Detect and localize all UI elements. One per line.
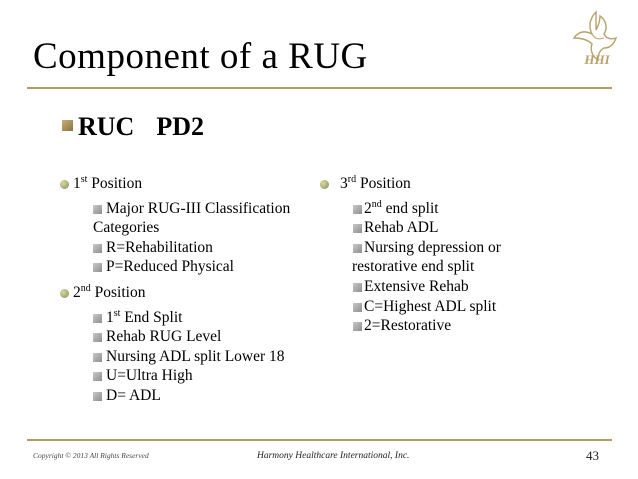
ruc-heading: RUC PD2 bbox=[62, 112, 204, 142]
position-3-heading: 3rd Position bbox=[318, 174, 558, 194]
left-column: 1st Position Major RUG-III Classificatio… bbox=[60, 174, 320, 406]
round-bullet-icon bbox=[60, 288, 69, 298]
list-item-wrap: Categories bbox=[93, 219, 160, 237]
list-item: 2nd end split bbox=[318, 199, 558, 219]
footer-divider bbox=[27, 439, 612, 441]
list-item: Nursing depression or bbox=[318, 238, 558, 258]
footer-company: Harmony Healthcare International, Inc. bbox=[257, 451, 410, 461]
page-number: 43 bbox=[586, 448, 599, 463]
round-bullet-icon bbox=[60, 180, 69, 189]
ruc-label: RUC bbox=[78, 112, 135, 141]
list-item: R=Rehabilitation bbox=[60, 238, 320, 258]
position-1-heading: 1st Position bbox=[60, 174, 320, 194]
list-item: 1st End Split bbox=[60, 308, 320, 328]
position-2-heading: 2nd Position bbox=[60, 283, 320, 303]
logo-text: HHI bbox=[583, 52, 610, 66]
list-item: Rehab RUG Level bbox=[60, 327, 320, 347]
square-bullet-icon bbox=[62, 120, 73, 131]
list-item: Nursing ADL split Lower 18 bbox=[60, 347, 320, 367]
list-item: P=Reduced Physical bbox=[60, 257, 320, 277]
dove-icon: HHI bbox=[572, 10, 618, 66]
ruc-value: PD2 bbox=[156, 112, 205, 141]
square-bullet-icon bbox=[353, 204, 362, 214]
square-bullet-icon bbox=[353, 322, 362, 332]
square-bullet-icon bbox=[93, 263, 102, 273]
square-bullet-icon bbox=[353, 224, 362, 234]
list-item-wrap: restorative end split bbox=[352, 258, 475, 276]
square-bullet-icon bbox=[93, 333, 102, 343]
list-item: C=Highest ADL split bbox=[318, 297, 558, 317]
list-item: U=Ultra High bbox=[60, 366, 320, 386]
square-bullet-icon bbox=[93, 313, 102, 323]
list-item: Rehab ADL bbox=[318, 218, 558, 238]
footer-copyright: Copyright © 2013 All Rights Reserved bbox=[33, 451, 149, 460]
right-column: 3rd Position 2nd end split Rehab ADL Nur… bbox=[318, 174, 558, 336]
list-item: D= ADL bbox=[60, 386, 320, 406]
slide-title: Component of a RUG bbox=[33, 36, 368, 77]
square-bullet-icon bbox=[93, 204, 102, 214]
square-bullet-icon bbox=[93, 372, 102, 382]
square-bullet-icon bbox=[353, 243, 362, 253]
square-bullet-icon bbox=[353, 282, 362, 292]
square-bullet-icon bbox=[93, 243, 102, 253]
title-divider bbox=[27, 87, 612, 89]
list-item: 2=Restorative bbox=[318, 316, 558, 336]
square-bullet-icon bbox=[353, 302, 362, 312]
square-bullet-icon bbox=[93, 352, 102, 362]
round-bullet-icon bbox=[320, 180, 329, 189]
square-bullet-icon bbox=[93, 391, 102, 401]
list-item: Extensive Rehab bbox=[318, 277, 558, 297]
list-item: Major RUG-III Classification bbox=[60, 199, 320, 219]
